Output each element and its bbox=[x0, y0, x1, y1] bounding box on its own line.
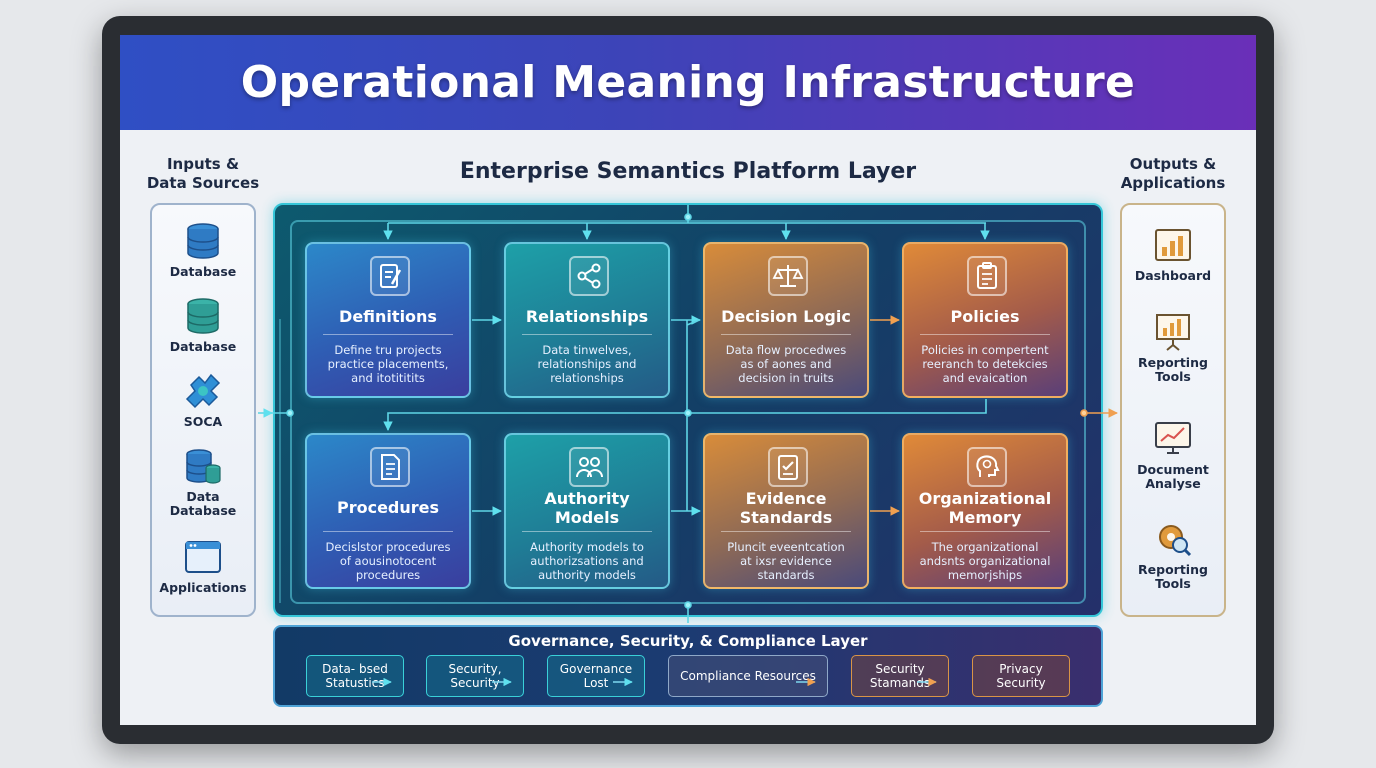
inputs-title: Inputs & Data Sources bbox=[146, 155, 260, 192]
database-icon bbox=[187, 298, 219, 334]
edit-document-icon bbox=[370, 256, 410, 296]
input-item-applications[interactable]: Applications bbox=[152, 537, 254, 595]
card-evidence-standards[interactable]: Evidence Standards Pluncit eveentcation … bbox=[703, 433, 869, 589]
output-item-reporting-tools-1[interactable]: Reporting Tools bbox=[1122, 312, 1224, 384]
brain-head-icon bbox=[967, 447, 1007, 487]
outputs-title: Outputs & Applications bbox=[1120, 155, 1226, 192]
database-icon bbox=[187, 223, 219, 259]
governance-item-privacy-security[interactable]: Privacy Security bbox=[972, 655, 1070, 697]
card-decision-logic[interactable]: Decision Logic Data flow procedwes as of… bbox=[703, 242, 869, 398]
governance-item-data-statistics[interactable]: Data- bsed Statustics bbox=[306, 655, 404, 697]
output-item-reporting-tools-2[interactable]: Reporting Tools bbox=[1122, 519, 1224, 591]
checklist-icon bbox=[768, 447, 808, 487]
connector-lines bbox=[258, 205, 1118, 687]
platform-title: Enterprise Semantics Platform Layer bbox=[459, 159, 917, 184]
card-relationships[interactable]: Relationships Data tinwelves, relationsh… bbox=[504, 242, 670, 398]
clipboard-icon bbox=[967, 256, 1007, 296]
governance-item-governance-lost[interactable]: Governance Lost bbox=[547, 655, 645, 697]
application-window-icon bbox=[185, 541, 221, 573]
document-list-icon bbox=[370, 447, 410, 487]
governance-layer: Governance, Security, & Compliance Layer… bbox=[273, 625, 1103, 707]
output-item-dashboard[interactable]: Dashboard bbox=[1122, 225, 1224, 283]
governance-item-security[interactable]: Security, Security bbox=[426, 655, 524, 697]
input-item-soca[interactable]: SOCA bbox=[152, 371, 254, 429]
card-organizational-memory[interactable]: Organizational Memory The organizational… bbox=[902, 433, 1068, 589]
balance-scale-icon bbox=[768, 256, 808, 296]
card-procedures[interactable]: Procedures Decislstor procedures of aous… bbox=[305, 433, 471, 589]
input-item-database-2[interactable]: Database bbox=[152, 296, 254, 354]
governance-title: Governance, Security, & Compliance Layer bbox=[508, 632, 868, 650]
title-banner: Operational Meaning Infrastructure bbox=[120, 35, 1256, 130]
output-item-document-analyse[interactable]: Document Analyse bbox=[1122, 419, 1224, 491]
card-authority-models[interactable]: Authority Models Authority models to aut… bbox=[504, 433, 670, 589]
input-item-data-database[interactable]: Data Database bbox=[152, 446, 254, 518]
database-stack-icon bbox=[186, 449, 221, 484]
presentation-chart-icon bbox=[1156, 314, 1190, 351]
dashboard-chart-icon bbox=[1155, 229, 1191, 261]
monitor-trend-icon bbox=[1155, 422, 1191, 454]
card-policies[interactable]: Policies Policies in compertent reeranch… bbox=[902, 242, 1068, 398]
puzzle-icon bbox=[185, 373, 221, 409]
inputs-panel: Database Database SOCA bbox=[150, 203, 256, 617]
input-item-database-1[interactable]: Database bbox=[152, 221, 254, 279]
governance-item-compliance-resources[interactable]: Compliance Resources bbox=[668, 655, 828, 697]
screen: Operational Meaning Infrastructure Input… bbox=[120, 35, 1256, 725]
share-nodes-icon bbox=[569, 256, 609, 296]
user-group-icon bbox=[569, 447, 609, 487]
outputs-panel: Dashboard Reporting Tools Document Analy… bbox=[1120, 203, 1226, 617]
governance-item-security-standards[interactable]: Security Stamands bbox=[851, 655, 949, 697]
gear-search-icon bbox=[1159, 525, 1192, 557]
page-title: Operational Meaning Infrastructure bbox=[240, 57, 1136, 108]
card-definitions[interactable]: Definitions Define tru projects practice… bbox=[305, 242, 471, 398]
